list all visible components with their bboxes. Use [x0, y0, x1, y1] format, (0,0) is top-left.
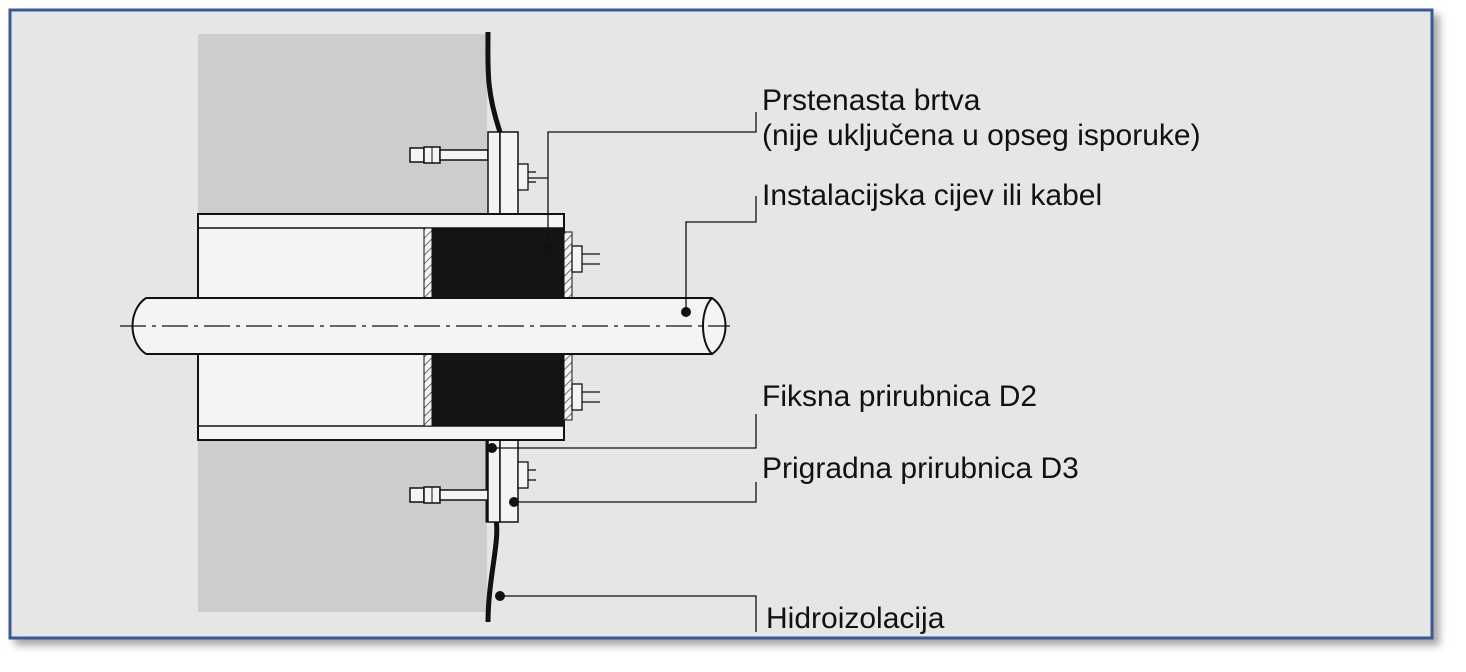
label-ring-seal-note: (nije uključena u opseg isporuke) [762, 119, 1201, 152]
label-ring-seal: Prstenasta brtva [762, 84, 981, 117]
upper-anchor [409, 146, 489, 164]
lower-anchor [409, 486, 489, 504]
leader-dots [487, 245, 691, 601]
label-pipe-or-cable: Instalacijska cijev ili kabel [762, 179, 1102, 212]
installation-pipe [120, 296, 730, 356]
label-fixed-flange: Fiksna prirubnica D2 [762, 380, 1037, 413]
ring-seal [423, 227, 600, 427]
label-built-in-flange: Prigradna prirubnica D3 [762, 452, 1079, 485]
label-waterproofing: Hidroizolacija [766, 602, 945, 635]
leader-lines [492, 112, 757, 632]
